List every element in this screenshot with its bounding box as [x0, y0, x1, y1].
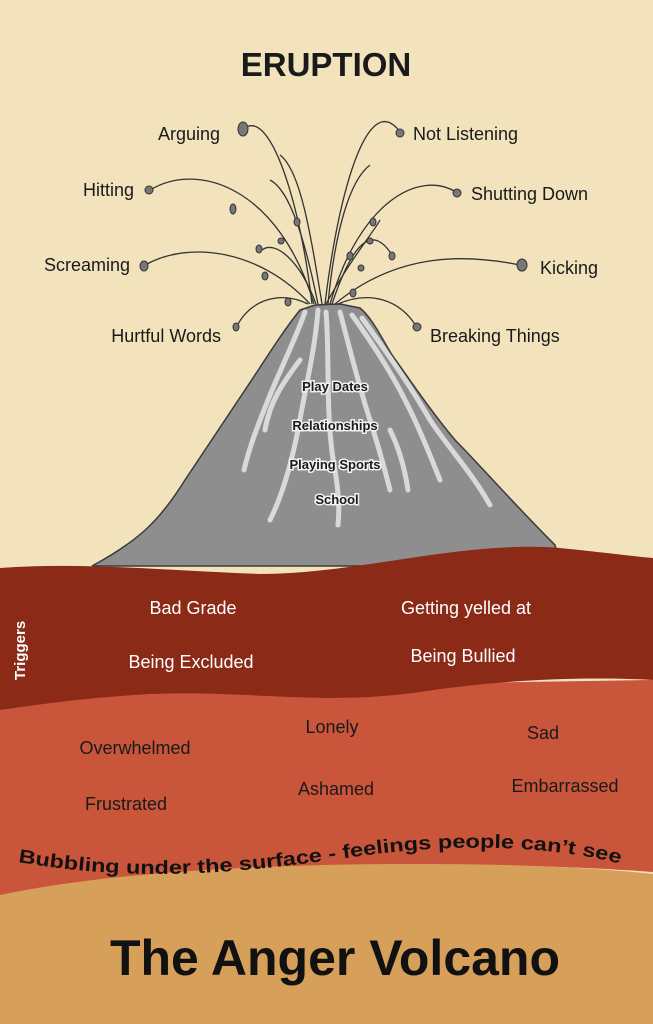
- behavior-left-hurtful-words: Hurtful Words: [111, 326, 221, 346]
- feeling-overwhelmed: Overwhelmed: [79, 738, 190, 758]
- behavior-right-breaking-things: Breaking Things: [430, 326, 560, 346]
- volcano-label-play-dates: Play Dates: [302, 379, 368, 394]
- volcano-label-relationships: Relationships: [292, 418, 377, 433]
- feeling-sad: Sad: [527, 723, 559, 743]
- trigger-bad-grade: Bad Grade: [149, 598, 236, 618]
- trigger-being-excluded: Being Excluded: [128, 652, 253, 672]
- behavior-left-hitting: Hitting: [83, 180, 134, 200]
- volcano-label-playing-sports: Playing Sports: [289, 457, 380, 472]
- lava-streaks: [241, 307, 493, 528]
- feelings-band: [0, 680, 653, 900]
- volcano-label-school: School: [315, 492, 358, 507]
- behavior-right-kicking: Kicking: [540, 258, 598, 278]
- feeling-ashamed: Ashamed: [298, 779, 374, 799]
- ground-band: [0, 864, 653, 1024]
- behavior-left-arguing: Arguing: [158, 124, 220, 144]
- trigger-being-bullied: Being Bullied: [410, 646, 515, 666]
- behavior-right-not-listening: Not Listening: [413, 124, 518, 144]
- eruption-title: ERUPTION: [241, 46, 412, 83]
- feeling-lonely: Lonely: [305, 717, 358, 737]
- feeling-embarrassed: Embarrassed: [511, 776, 618, 796]
- anger-volcano-title: The Anger Volcano: [110, 930, 560, 986]
- flying-rocks: [139, 121, 528, 332]
- eruption-spray: [144, 120, 521, 327]
- triggers-side-label: Triggers: [12, 621, 29, 680]
- feeling-frustrated: Frustrated: [85, 794, 167, 814]
- trigger-getting-yelled-at: Getting yelled at: [401, 598, 531, 618]
- volcano-cone: [91, 303, 561, 567]
- behavior-left-screaming: Screaming: [44, 255, 130, 275]
- triggers-band: [0, 546, 653, 710]
- behavior-right-shutting-down: Shutting Down: [471, 184, 588, 204]
